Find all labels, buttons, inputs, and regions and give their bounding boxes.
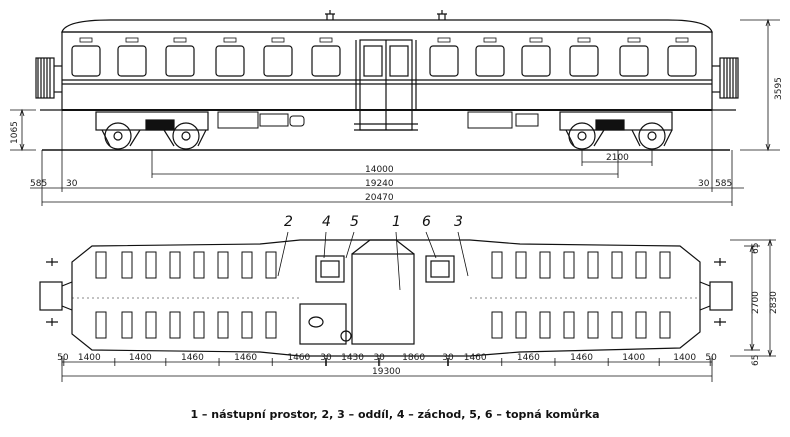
side-dimensions (10, 18, 780, 206)
dim-buffer-right: 585 (715, 179, 732, 189)
plan-dimension-labels: 65 2700 2830 65 19300 (372, 243, 779, 377)
segment-label: 30 (320, 353, 332, 363)
bogie-left (95, 111, 209, 150)
dim-pivot-distance: 14000 (365, 165, 394, 175)
segment-label: 1400 (622, 353, 645, 363)
windows (71, 45, 697, 77)
segment-label: 1400 (673, 353, 696, 363)
window-vents (79, 37, 689, 43)
seats-left (95, 251, 277, 339)
plan-segment-ticks (61, 358, 713, 366)
gangway-left (39, 281, 63, 311)
segment-label: 1460 (517, 353, 540, 363)
bellows-left (35, 57, 62, 111)
segment-label: 1400 (78, 353, 101, 363)
underframe (217, 111, 539, 129)
dim-height: 3595 (774, 77, 784, 100)
entrance-door (354, 39, 418, 131)
segment-label: 1460 (287, 353, 310, 363)
heating-booth-5 (315, 255, 345, 283)
segment-label: 1860 (402, 353, 425, 363)
dim-plan-bottom: 65 (751, 355, 761, 366)
label-leaders (277, 231, 469, 291)
seats-right (491, 251, 671, 339)
dim-plan-inner-width: 2700 (751, 291, 761, 314)
plan-segment-labels: 50 1400 1400 1460 1460 1460 30 1430 30 1860 30 1460… (57, 353, 717, 363)
segment-label: 1460 (234, 353, 257, 363)
toilet (299, 303, 347, 345)
plan-view (39, 231, 733, 357)
roof-vent-right (437, 10, 447, 20)
side-elevation (35, 10, 739, 151)
segment-label: 30 (373, 353, 385, 363)
dim-plan-total-length: 19300 (372, 367, 401, 377)
label-heating-6: 6 (422, 214, 431, 230)
bellows-right (712, 57, 739, 111)
side-dimension-labels: 3595 1065 2100 14000 19240 20470 585 30 … (10, 77, 784, 203)
plan-dimensions (61, 238, 776, 382)
roof (61, 19, 713, 33)
segment-label: 50 (57, 353, 69, 363)
segment-label: 1460 (570, 353, 593, 363)
plan-outline (71, 239, 701, 357)
segment-label: 1460 (181, 353, 204, 363)
label-heating-5: 5 (350, 214, 359, 230)
segment-label: 30 (442, 353, 454, 363)
dim-total-length: 20470 (365, 193, 394, 203)
dim-body-length: 19240 (365, 179, 394, 189)
buffers (46, 258, 726, 326)
label-compartment-2: 2 (284, 214, 293, 230)
segment-label: 1430 (341, 353, 364, 363)
label-compartment-3: 3 (454, 214, 463, 230)
label-vestibule-1: 1 (392, 214, 401, 230)
gangway-right (709, 281, 733, 311)
roof-vent-left (325, 10, 335, 20)
dim-plan-outer-width: 2830 (769, 291, 779, 314)
car-body (61, 31, 713, 111)
plan-labels: 2 4 5 1 6 3 (284, 214, 463, 230)
segment-label: 1400 (129, 353, 152, 363)
dim-floor-height: 1065 (10, 121, 20, 144)
dim-buffer-left: 585 (30, 179, 47, 189)
legend-caption: 1 – nástupní prostor, 2, 3 – oddíl, 4 – … (190, 408, 600, 421)
label-toilet-4: 4 (322, 214, 331, 230)
dim-gap-right: 30 (698, 179, 710, 189)
dim-plan-top: 65 (751, 243, 761, 254)
dim-bogie-wheelbase: 2100 (606, 153, 629, 163)
bogie-right (559, 111, 673, 150)
dim-gap-left: 30 (66, 179, 78, 189)
segment-label: 1460 (464, 353, 487, 363)
heating-booth-6 (425, 255, 455, 283)
segment-label: 50 (705, 353, 717, 363)
vestibule (351, 253, 415, 345)
